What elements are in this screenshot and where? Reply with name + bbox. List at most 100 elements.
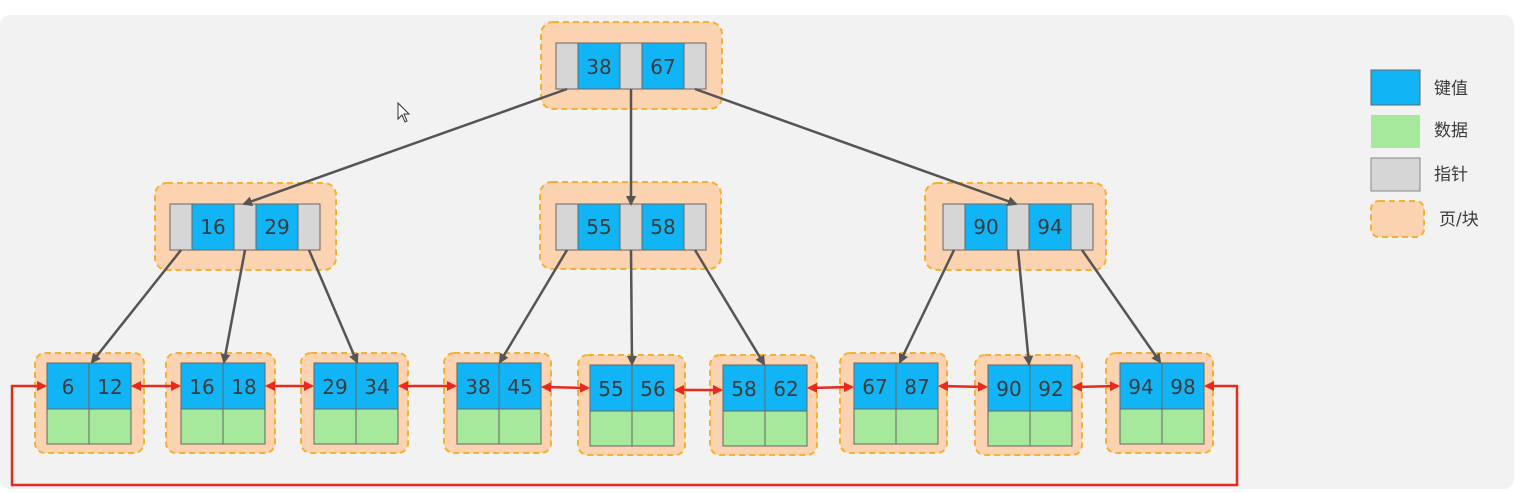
mouse-cursor-icon (397, 101, 411, 123)
pointer-arrow (626, 249, 637, 366)
key-cell (577, 42, 621, 90)
pointer-arrow (220, 249, 247, 364)
data-cell (589, 410, 633, 447)
key-cell (577, 203, 621, 251)
key-label: 92 (1038, 377, 1063, 401)
key-label: 16 (200, 215, 225, 239)
key-label: 67 (862, 375, 887, 399)
internal-node: 55 58 (539, 181, 722, 270)
pointer-cell (942, 203, 966, 251)
leaf-node: 90 92 (974, 354, 1083, 456)
key-label: 29 (264, 215, 289, 239)
pointer-cell (233, 203, 257, 251)
key-label: 58 (731, 377, 756, 401)
key-label: 45 (507, 375, 532, 399)
pointer-cell (169, 203, 193, 251)
leaf-node: 58 62 (709, 354, 818, 456)
key-label: 12 (97, 375, 122, 399)
key-label: 94 (1128, 375, 1153, 399)
pointer-cell (1006, 203, 1030, 251)
leaf-link-arrow (807, 382, 854, 393)
key-label: 94 (1037, 215, 1062, 239)
key-label: 98 (1170, 375, 1195, 399)
pointer-cell (619, 42, 643, 90)
key-label: 18 (231, 375, 256, 399)
leaf-node: 6 12 (34, 352, 145, 454)
key-label: 62 (773, 377, 798, 401)
pointer-cell (555, 42, 579, 90)
data-cell (1119, 408, 1163, 445)
pointer-arrow (242, 87, 568, 207)
pointer-cell (683, 42, 707, 90)
data-cell (355, 408, 399, 445)
key-label: 55 (586, 215, 611, 239)
pointer-arrow (307, 249, 359, 364)
legend: 键值 数据 指针 页/块 (1370, 69, 1479, 238)
pointer-cell (555, 203, 579, 251)
pointer-arrow (898, 249, 956, 364)
data-cell (722, 410, 766, 447)
data-cell (222, 408, 266, 445)
leaf-link-arrows (10, 381, 1239, 487)
internal-node: 90 94 (924, 182, 1107, 271)
data-cell (987, 410, 1031, 447)
legend-data-swatch (1371, 115, 1420, 148)
legend-data-label: 数据 (1434, 121, 1468, 141)
key-label: 38 (586, 55, 611, 79)
key-label: 34 (364, 375, 389, 399)
pointer-arrow (1016, 249, 1034, 366)
pointer-arrow (694, 87, 1018, 207)
legend-pointer-swatch (1370, 157, 1421, 192)
key-label: 90 (973, 215, 998, 239)
key-label: 56 (640, 377, 665, 401)
data-cell (895, 408, 939, 445)
data-cell (313, 408, 357, 445)
leaf-wraparound-link (10, 381, 1239, 487)
key-cell (964, 203, 1008, 251)
data-cell (1029, 410, 1073, 447)
pointer-cell (683, 203, 707, 251)
leaf-link-arrow (541, 382, 590, 393)
key-label: 87 (904, 375, 929, 399)
leaf-node: 55 56 (577, 354, 686, 456)
key-label: 55 (598, 377, 623, 401)
leaf-link-arrow (938, 381, 988, 392)
pointer-cell (297, 203, 321, 251)
key-label: 16 (189, 375, 214, 399)
data-cell (631, 410, 675, 447)
key-label: 38 (465, 375, 490, 399)
leaf-link-arrow (1072, 381, 1120, 392)
data-cell (1161, 408, 1205, 445)
pointer-cell (619, 203, 643, 251)
data-cell (456, 408, 500, 445)
legend-pointer-label: 指针 (1434, 165, 1468, 185)
key-label: 67 (650, 55, 675, 79)
pointer-arrow (90, 249, 182, 364)
leaf-node: 16 18 (165, 352, 276, 454)
pointer-arrow (1080, 249, 1162, 364)
key-label: 6 (62, 375, 75, 399)
leaf-node: 38 45 (443, 352, 552, 454)
tree-pointer-arrows (90, 87, 1162, 366)
data-cell (46, 408, 90, 445)
data-cell (498, 408, 542, 445)
legend-page-label: 页/块 (1439, 210, 1479, 230)
key-label: 58 (650, 215, 675, 239)
data-cell (853, 408, 897, 445)
key-label: 29 (322, 375, 347, 399)
pointer-arrow (693, 249, 766, 366)
legend-key-label: 键值 (1434, 79, 1468, 99)
leaf-node: 67 87 (839, 352, 948, 454)
leaf-node: 94 98 (1105, 352, 1214, 454)
key-cell (641, 42, 685, 90)
key-cell (255, 203, 299, 251)
leaf-node: 29 34 (300, 352, 409, 454)
key-label: 90 (996, 377, 1021, 401)
data-cell (764, 410, 808, 447)
pointer-cell (1070, 203, 1094, 251)
internal-node: 16 29 (154, 182, 337, 271)
legend-key-swatch (1370, 69, 1421, 106)
data-cell (88, 408, 132, 445)
data-cell (180, 408, 224, 445)
key-cell (1028, 203, 1072, 251)
